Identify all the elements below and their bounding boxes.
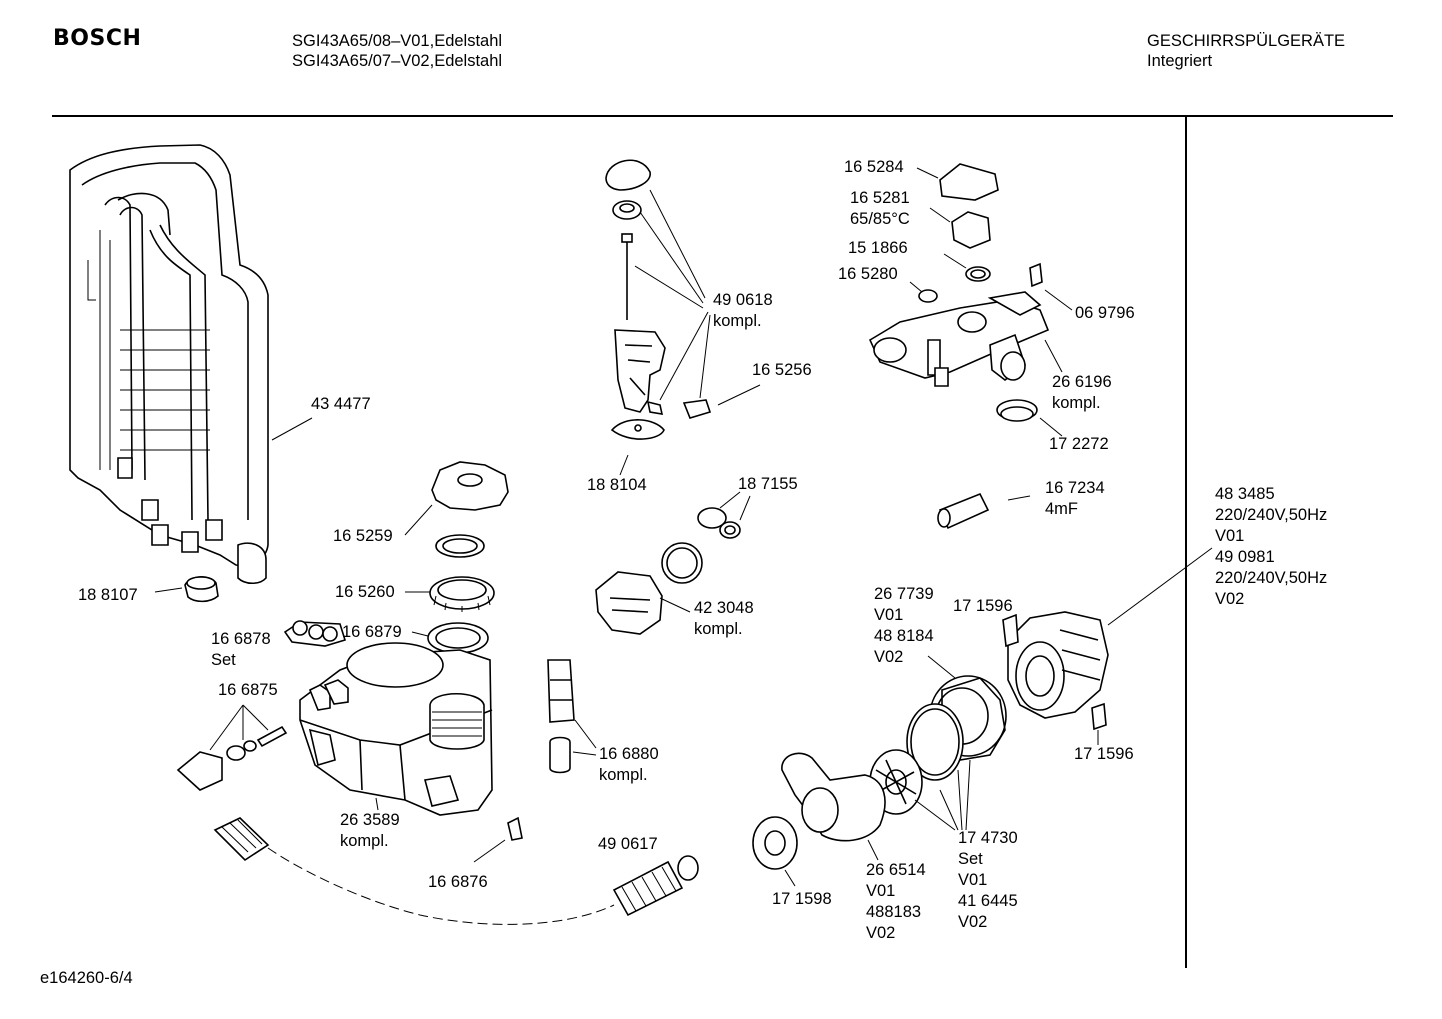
- part-label-166879: 16 6879: [342, 623, 402, 641]
- capacitor-167234: [937, 492, 990, 530]
- model-line-1: SGI43A65/08–V01,Edelstahl: [292, 32, 503, 50]
- part-label-188107: 18 8107: [78, 586, 138, 604]
- part-label-490617: 49 0617: [598, 835, 658, 853]
- screw-cap-165259: [431, 461, 509, 511]
- thermostat-165281: [951, 211, 991, 249]
- part-label-171598: 17 1598: [772, 890, 832, 908]
- set-166878: [283, 620, 347, 647]
- oring-151866: [965, 266, 991, 282]
- part-label-165260: 16 5260: [335, 583, 395, 601]
- corrugated-hose-490617: [612, 855, 699, 917]
- brand-logo: BOSCH: [53, 26, 142, 51]
- part-label-171596-b: 17 1596: [1074, 745, 1134, 763]
- part-label-165284: 16 5284: [844, 158, 904, 176]
- part-label-151866: 15 1866: [848, 239, 908, 257]
- part-label-187155: 18 7155: [738, 475, 798, 493]
- leader-434477: [271, 417, 313, 441]
- part-label-165256: 16 5256: [752, 361, 812, 379]
- corrugated-hose-left: [213, 817, 270, 862]
- model-line-2: SGI43A65/07–V02,Edelstahl: [292, 52, 503, 70]
- part-label-188104: 18 8104: [587, 476, 647, 494]
- part-label-166876: 16 6876: [428, 873, 488, 891]
- clip-166876: [507, 816, 523, 841]
- water-distributor-266196: [868, 291, 1050, 387]
- clip-171596-a: [1002, 613, 1019, 648]
- hose-clamp-188107: [184, 576, 219, 603]
- clip-171596-b: [1091, 702, 1107, 731]
- pump-volute-266514: [781, 752, 886, 842]
- heat-exchanger-tank: [69, 144, 269, 585]
- gasket-166879: [427, 622, 489, 654]
- part-label-069796: 06 9796: [1075, 304, 1135, 322]
- seal-ring: [435, 534, 485, 558]
- oring-165280: [918, 289, 938, 303]
- part-label-165259: 16 5259: [333, 527, 393, 545]
- float-assembly-490618: [605, 159, 712, 440]
- drawing-id: e164260-6/4: [40, 969, 133, 987]
- seal-ring-pump: [906, 703, 964, 781]
- part-label-166875: 16 6875: [218, 681, 278, 699]
- dashed-hose-routing: [267, 847, 615, 925]
- category-line-2: Integriert: [1147, 52, 1213, 70]
- motor-483485: [1007, 611, 1109, 719]
- connector-069796: [1029, 262, 1043, 288]
- water-softener-263589: [299, 642, 493, 816]
- sensor-187155: [697, 507, 741, 539]
- part-label-172272: 17 2272: [1049, 435, 1109, 453]
- cover-165284: [939, 163, 999, 201]
- pressure-switch-423048: [595, 542, 703, 635]
- hose-clamp-172272: [996, 399, 1038, 422]
- part-label-171596-a: 17 1596: [953, 597, 1013, 615]
- part-label-165280: 16 5280: [838, 265, 898, 283]
- valve-166875: [176, 725, 288, 791]
- element-166880: [547, 659, 575, 774]
- grommet-171598: [752, 816, 798, 870]
- category-line-1: GESCHIRRSPÜLGERÄTE: [1147, 32, 1346, 50]
- ring-nut-165260: [429, 576, 495, 612]
- part-label-434477: 43 4477: [311, 395, 371, 413]
